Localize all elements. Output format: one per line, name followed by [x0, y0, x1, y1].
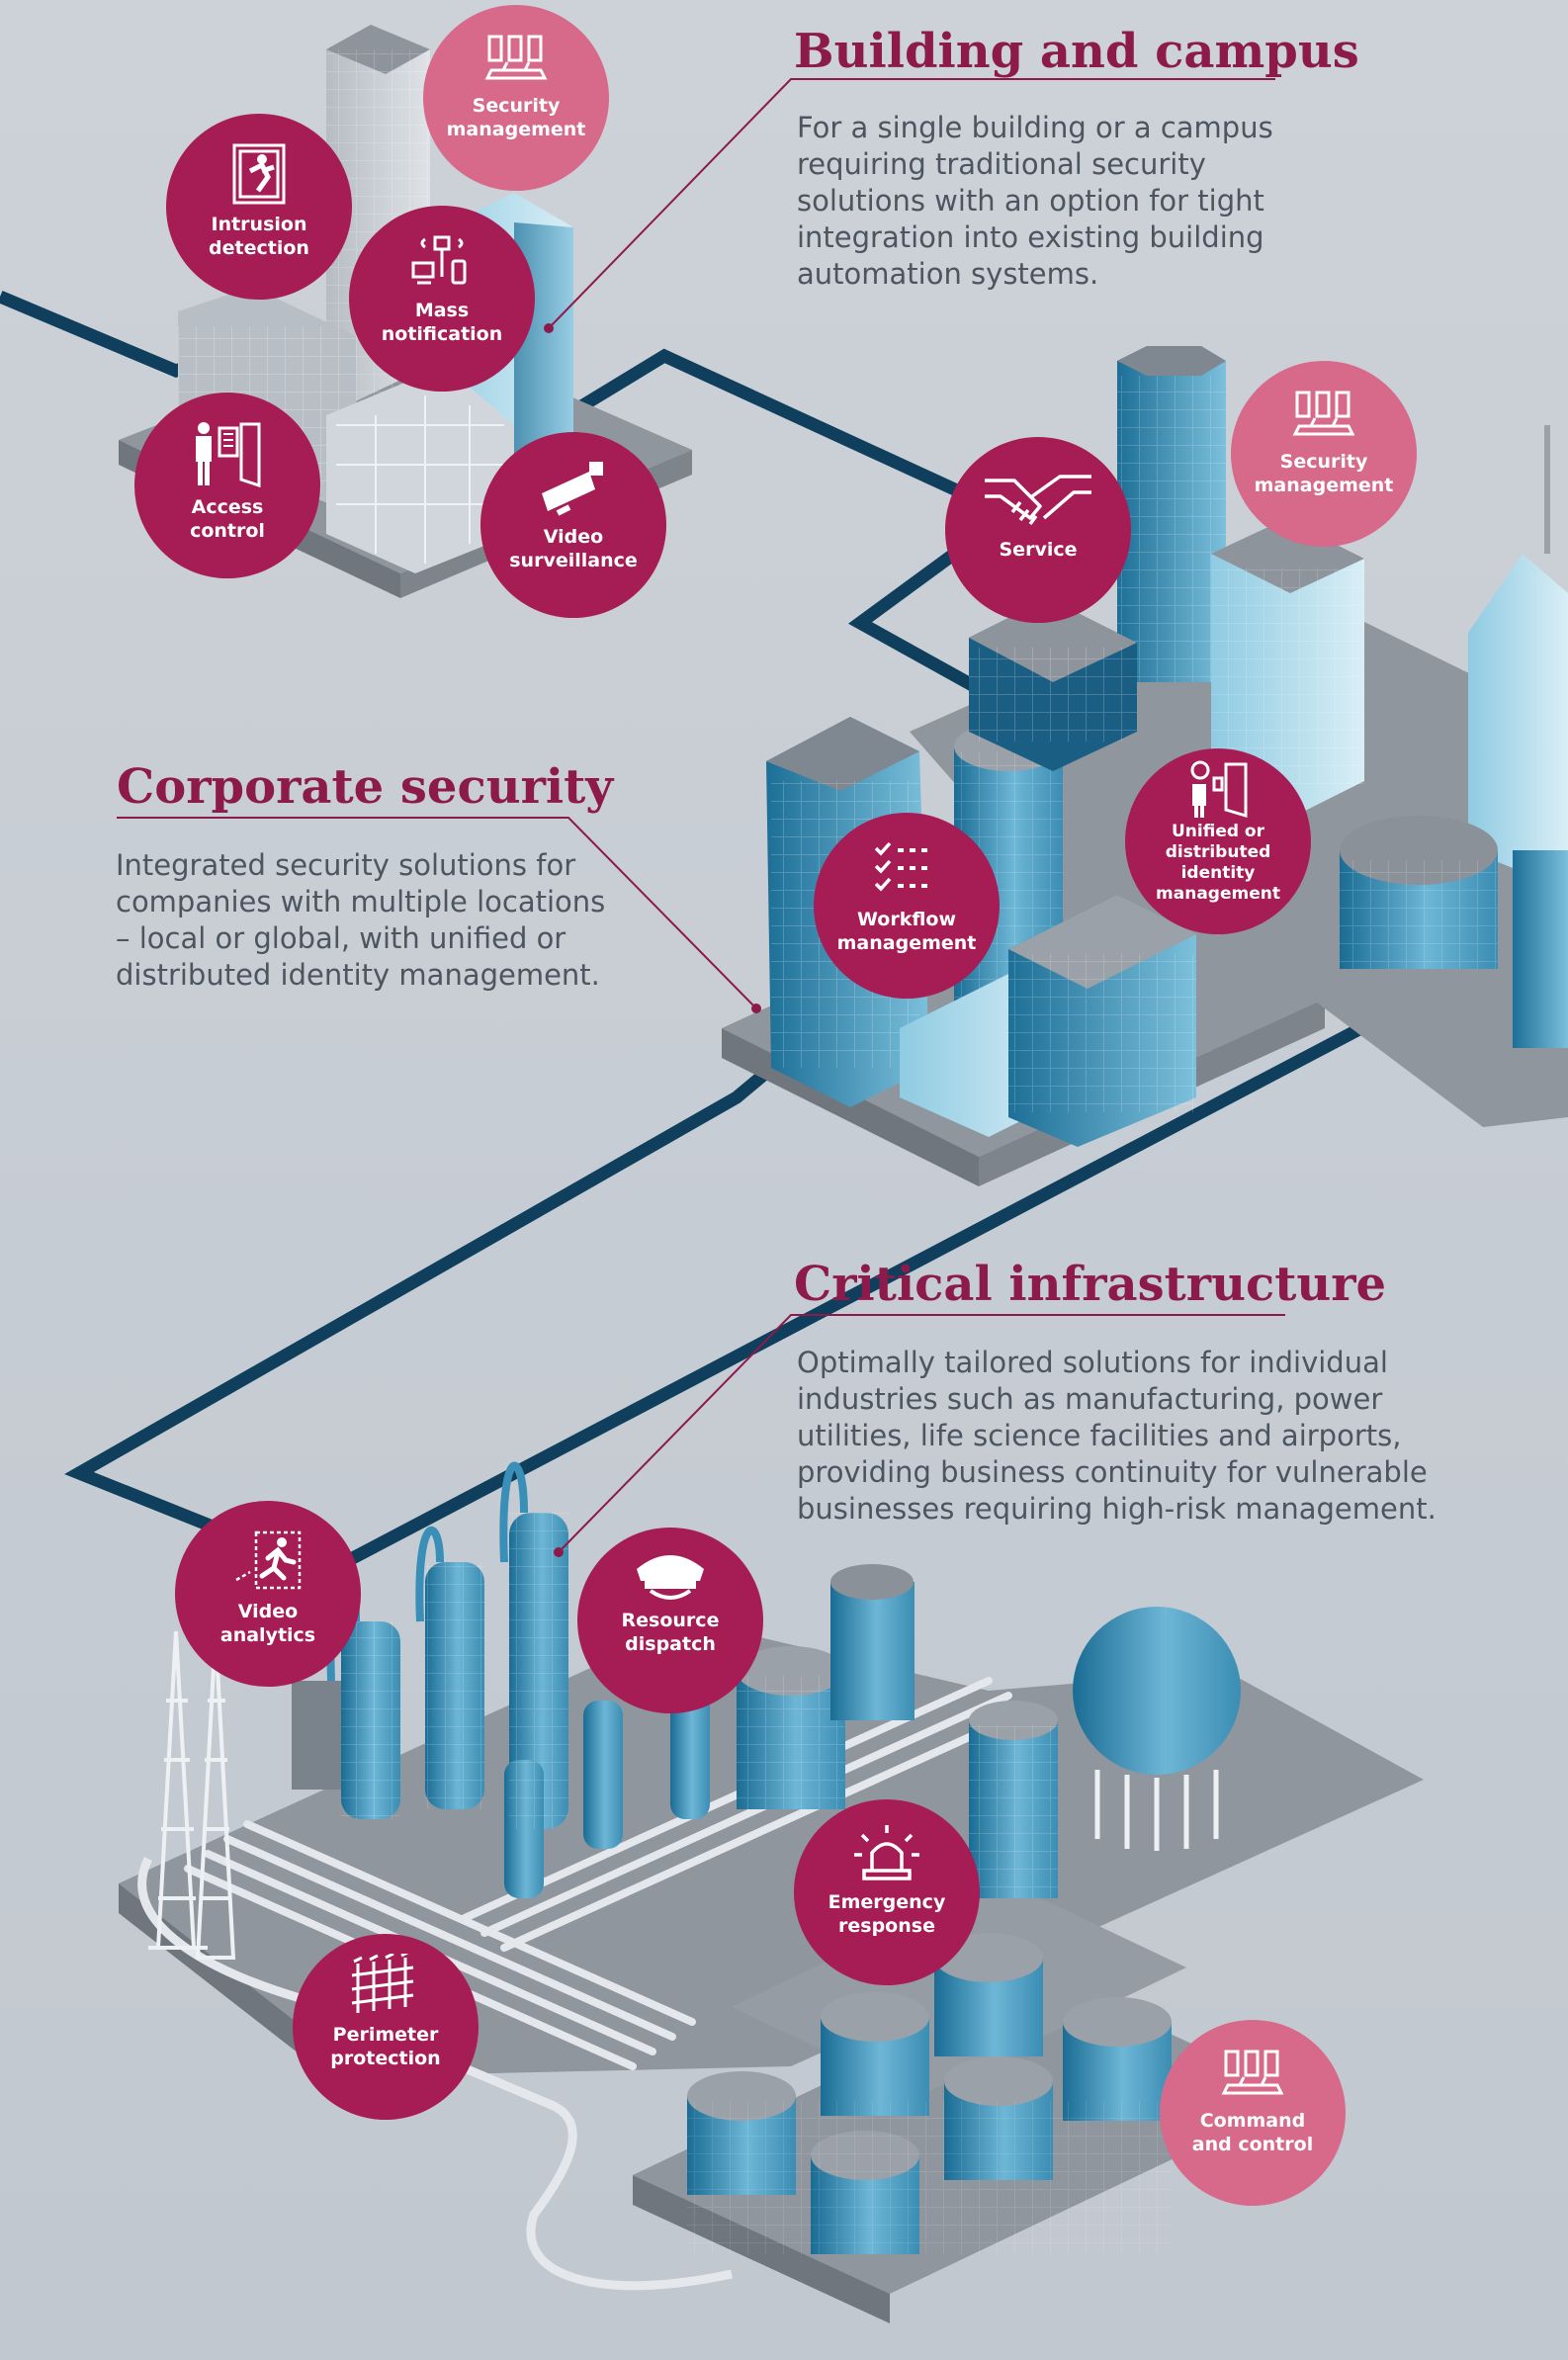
corporate-platform	[722, 346, 1568, 1186]
callout-lines	[117, 78, 1285, 1557]
checklist-icon	[874, 841, 927, 892]
badge-mass-notification: Mass notification	[349, 206, 535, 392]
desc-line: businesses requiring high-risk managemen…	[797, 1492, 1437, 1526]
desc-line: Integrated security solutions for	[116, 848, 576, 882]
badge-label: Access control	[190, 496, 265, 542]
access-door-icon	[196, 422, 261, 488]
desc-line: utilities, life science facilities and a…	[797, 1419, 1402, 1452]
desc-line: industries such as manufacturing, power	[797, 1382, 1383, 1416]
badge-label: Security management	[1254, 451, 1394, 496]
desc-line: companies with multiple locations	[116, 885, 606, 918]
desc-line: distributed identity management.	[116, 958, 600, 992]
desc-line: automation systems.	[797, 257, 1099, 291]
desc-line: For a single building or a campus	[797, 111, 1273, 144]
section-description-building-campus: For a single building or a campus requir…	[797, 110, 1350, 293]
running-person-icon	[235, 1530, 302, 1590]
badge-service: Service	[945, 437, 1131, 623]
storage-tanks	[737, 1564, 1241, 1898]
siren-icon	[854, 1825, 919, 1880]
lower-tanks	[687, 1933, 1172, 2254]
badge-label: Emergency response	[828, 1891, 946, 1937]
fence-icon	[351, 1954, 414, 2013]
section-description-corporate-security: Integrated security solutions for compan…	[116, 847, 669, 994]
badge-label: Command and control	[1191, 2110, 1314, 2155]
intruder-icon	[232, 143, 286, 205]
badge-label: Mass notification	[381, 300, 503, 345]
control-room-icon	[484, 35, 548, 80]
badge-perimeter-protection: Perimeter protection	[293, 1934, 479, 2120]
section-description-critical-infrastructure: Optimally tailored solutions for individ…	[797, 1345, 1528, 1528]
badge-label: Perimeter protection	[330, 2024, 441, 2069]
desc-line: – local or global, with unified or	[116, 921, 566, 955]
desc-line: integration into existing building	[797, 220, 1264, 254]
badge-label: Unified or distributed identity manageme…	[1156, 822, 1280, 904]
notification-icon	[411, 235, 467, 285]
desc-line: solutions with an option for tight	[797, 184, 1264, 218]
badge-label: Security management	[446, 95, 586, 140]
badge-label: Intrusion detection	[209, 214, 309, 259]
badge-label: Video surveillance	[509, 526, 638, 571]
guard-cap-icon	[637, 1555, 704, 1600]
desc-line: Optimally tailored solutions for individ…	[797, 1346, 1388, 1379]
badge-security-management: Security management	[423, 5, 609, 191]
section-title-building-campus: Building and campus	[794, 24, 1359, 79]
control-room-icon	[1292, 391, 1355, 436]
badge-command-and-control: Command and control	[1160, 2020, 1346, 2206]
section-title-corporate-security: Corporate security	[117, 759, 614, 815]
badge-emergency-response: Emergency response	[794, 1799, 980, 1985]
badge-access-control: Access control	[134, 393, 320, 578]
identity-icon	[1190, 760, 1248, 819]
badge-video-analytics: Video analytics	[175, 1501, 361, 1687]
badge-intrusion-detection: Intrusion detection	[166, 114, 352, 300]
camera-icon	[542, 462, 603, 516]
handshake-icon	[985, 475, 1091, 526]
badge-video-surveillance: Video surveillance	[480, 432, 666, 618]
badge-unified-identity-management: Unified or distributed identity manageme…	[1125, 748, 1311, 934]
section-title-critical-infrastructure: Critical infrastructure	[794, 1257, 1387, 1312]
badge-workflow-management: Workflow management	[814, 813, 1000, 999]
badge-label: Workflow management	[836, 909, 977, 954]
desc-line: requiring traditional security	[797, 147, 1206, 181]
badge-resource-dispatch: Resource dispatch	[577, 1528, 763, 1713]
desc-line: providing business continuity for vulner…	[797, 1455, 1428, 1489]
badge-label: Service	[999, 539, 1078, 561]
badge-label: Resource dispatch	[621, 1610, 720, 1655]
badge-label: Video analytics	[219, 1601, 316, 1646]
control-room-icon	[1221, 2050, 1284, 2095]
columns	[326, 1461, 710, 1898]
badge-security-management: Security management	[1231, 361, 1417, 547]
